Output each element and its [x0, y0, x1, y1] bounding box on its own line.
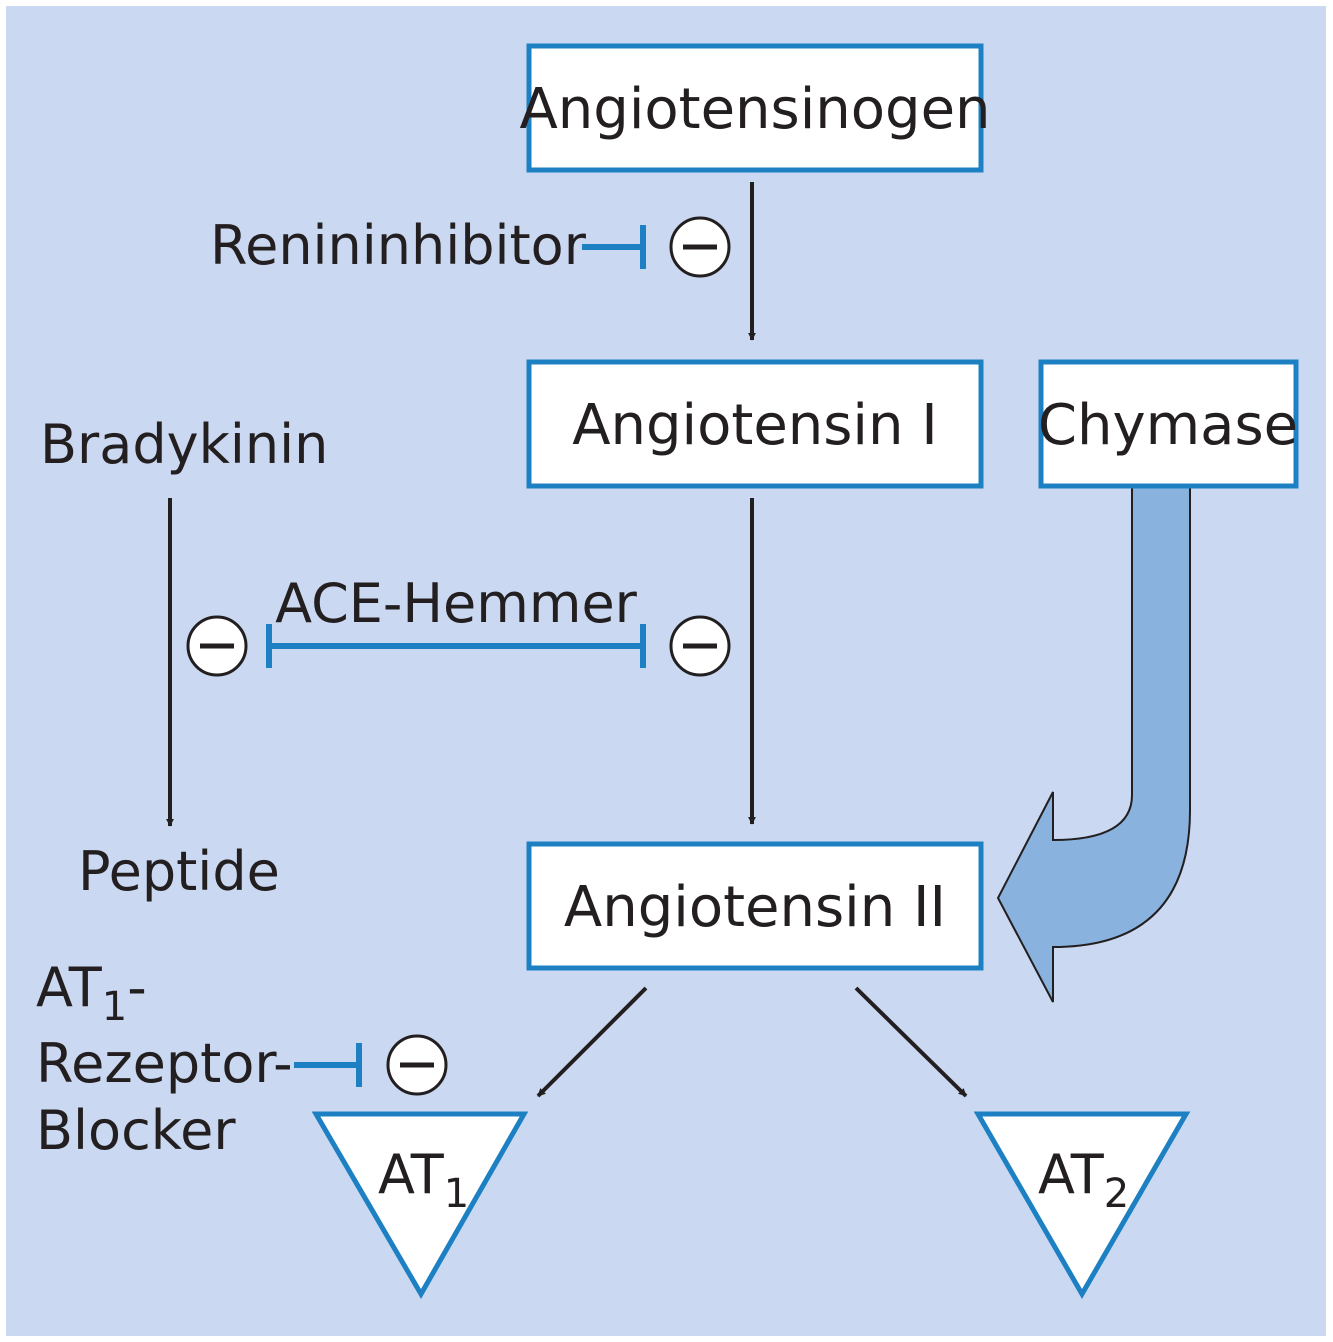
node-chymase: Chymase — [1038, 359, 1299, 489]
angiotensinogen-label: Angiotensinogen — [519, 77, 990, 142]
svg-text:Rezeptor-: Rezeptor- — [36, 1032, 293, 1095]
ace-inhibition-line — [266, 624, 646, 668]
at1-receptor-label: AT1 — [378, 1143, 469, 1217]
at1-blocker-inhibition-line — [294, 1043, 362, 1087]
ace-inhibitor-label: ACE-Hemmer — [275, 572, 638, 635]
node-angiotensin-i: Angiotensin I — [526, 359, 984, 489]
chymase-pathway-arrow — [996, 484, 1191, 1003]
at1-receptor-blocker-label: AT1- Rezeptor- Blocker — [36, 956, 293, 1162]
receptor-at1: AT1 — [311, 1111, 529, 1299]
peptide-label: Peptide — [78, 840, 280, 903]
arrow-angiotensin-ii-to-at2 — [854, 986, 968, 1098]
svg-text:Blocker: Blocker — [36, 1099, 236, 1162]
receptor-at2: AT2 — [973, 1111, 1191, 1299]
node-angiotensin-ii: Angiotensin II — [526, 841, 984, 971]
chymase-label: Chymase — [1038, 393, 1298, 458]
arrow-angiotensin-ii-to-at1 — [536, 986, 648, 1098]
bradykinin-label: Bradykinin — [40, 413, 328, 476]
renin-inhibitor-label: Renininhibitor — [210, 214, 587, 277]
angiotensin-i-label: Angiotensin I — [572, 393, 938, 458]
minus-icon — [386, 1034, 448, 1096]
at2-receptor-label: AT2 — [1038, 1143, 1129, 1217]
minus-icon — [669, 615, 731, 677]
svg-text:AT1-: AT1- — [36, 956, 147, 1030]
minus-icon — [186, 615, 248, 677]
renin-inhibition-line — [582, 225, 646, 269]
minus-icon — [669, 216, 731, 278]
angiotensin-ii-label: Angiotensin II — [564, 875, 946, 940]
node-angiotensinogen: Angiotensinogen — [519, 43, 991, 173]
